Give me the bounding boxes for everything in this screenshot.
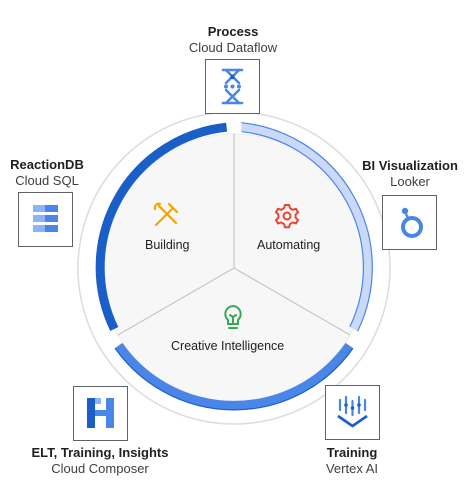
looker-icon (401, 207, 423, 238)
process-subtitle: Cloud Dataflow (188, 39, 278, 55)
bi-visualization-label: BI Visualization Looker (354, 158, 466, 189)
elt-box (73, 386, 128, 441)
training-subtitle: Vertex AI (325, 460, 379, 476)
reactiondb-title: ReactionDB (10, 157, 84, 172)
arc-automating (240, 122, 373, 331)
bi-visualization-box (382, 195, 437, 250)
reactiondb-label: ReactionDB Cloud SQL (4, 157, 90, 188)
elt-label: ELT, Training, Insights Cloud Composer (30, 445, 170, 476)
process-label: Process Cloud Dataflow (182, 24, 284, 55)
sector-label-creative-intelligence: Creative Intelligence (171, 339, 285, 353)
lightbulb-icon (220, 303, 246, 333)
tools-icon (151, 200, 181, 230)
vertex-ai-icon (337, 395, 368, 428)
bi-visualization-subtitle: Looker (390, 173, 430, 189)
reactiondb-box (18, 192, 73, 247)
training-title: Training (326, 445, 378, 460)
bi-visualization-title: BI Visualization (362, 158, 458, 173)
reactiondb-subtitle: Cloud SQL (15, 172, 79, 188)
sector-divider-left (117, 267, 235, 336)
cloud-sql-icon (33, 205, 58, 232)
cloud-composer-icon (87, 398, 114, 428)
process-box (205, 59, 260, 114)
gear-icon (273, 202, 301, 230)
sector-divider-right (233, 267, 351, 336)
cloud-dataflow-icon (221, 68, 244, 105)
process-title: Process (207, 24, 259, 39)
sector-label-building: Building (145, 238, 190, 252)
training-box (325, 385, 380, 440)
elt-subtitle: Cloud Composer (51, 460, 149, 476)
arc-building (95, 122, 228, 331)
arc-creative-intelligence (115, 342, 353, 410)
sector-label-automating: Automating (257, 238, 321, 252)
elt-title: ELT, Training, Insights (31, 445, 169, 460)
training-label: Training Vertex AI (316, 445, 388, 476)
